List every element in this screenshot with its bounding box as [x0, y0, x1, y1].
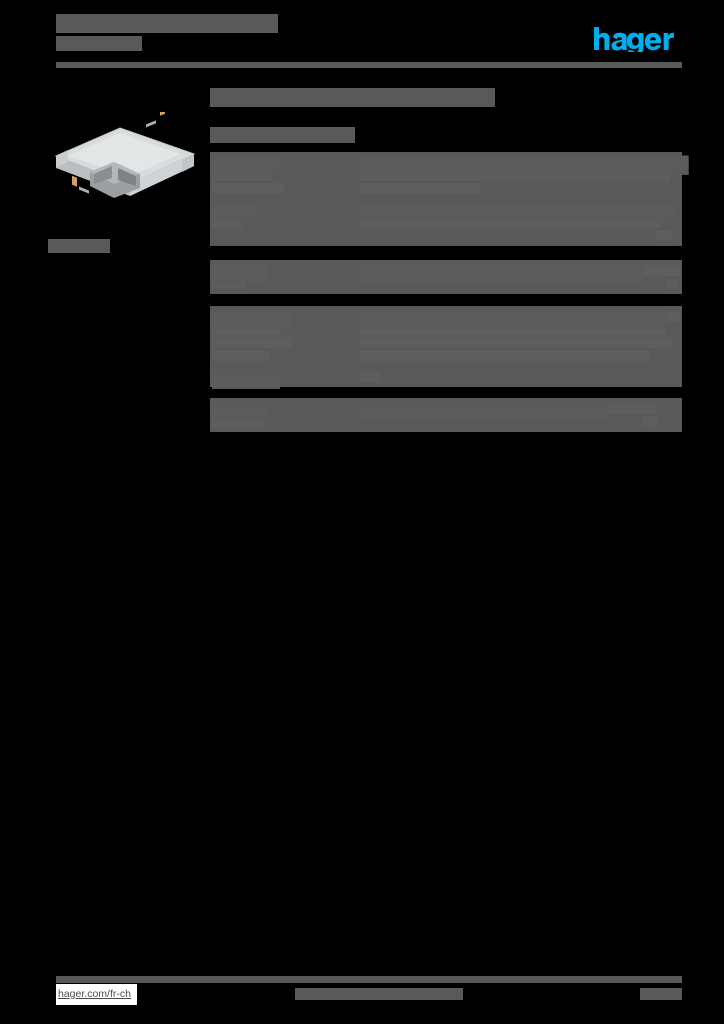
- document-title-line-1: ██████ ████████ ██: [56, 14, 278, 33]
- spec-value-cell: ██████████████████████: [360, 398, 682, 432]
- spec-key-text: █████: [212, 403, 269, 420]
- spec-value-text: ██████████████████████: [360, 403, 656, 420]
- spec-key-cell: ██████: [210, 152, 360, 199]
- spec-value-text: [360, 371, 380, 382]
- spec-value-text: ████████████████████████████: [360, 204, 678, 221]
- table-row: [210, 294, 682, 306]
- spec-key-cell: █████: [210, 260, 360, 294]
- spec-value-text: █████████████████████████: [360, 265, 680, 282]
- document-title-line-2: █████: [56, 36, 142, 52]
- table-row: █████ █████████████████████████: [210, 260, 682, 294]
- spec-value-text-3: [360, 183, 480, 194]
- page-header: ██████ ████████ ██ █████: [0, 0, 724, 78]
- table-row: ███████ ███████████████████████████: [210, 306, 682, 366]
- footer-divider: [56, 976, 682, 983]
- footer-page-number-group: ███: [640, 985, 682, 1003]
- spec-value-cell: [360, 387, 682, 398]
- description-label: ████████: [48, 239, 110, 253]
- spec-key-cell: [210, 246, 360, 260]
- spec-key-text-3: [212, 183, 284, 194]
- spec-value-text-4: [360, 350, 650, 361]
- table-row: [210, 387, 682, 398]
- hager-logo: [592, 26, 676, 52]
- spec-value-text-2: [360, 324, 666, 335]
- specifications-table: ██████ █████████████████████████████: [210, 152, 689, 432]
- spec-key-text: ███████: [212, 311, 292, 328]
- table-row: [210, 246, 682, 260]
- spec-key-text-2: [212, 278, 246, 289]
- footer-center-text-group: ████████ ██████████: [295, 985, 463, 1003]
- left-column: ████████: [48, 112, 200, 253]
- spec-key-text: ████: [212, 204, 258, 221]
- section-subtitle: ███████████: [210, 127, 355, 143]
- spec-key-text: ██████: [212, 157, 281, 174]
- header-divider: [56, 62, 682, 68]
- spec-key-cell: [210, 294, 360, 306]
- spec-key-text-4: [212, 350, 270, 361]
- spec-value-text-2: [666, 278, 678, 289]
- specifications-body: ██████ █████████████████████████████: [210, 152, 689, 432]
- spec-key-text-2: [212, 416, 264, 427]
- spec-value-cell: ███████████████████████████: [360, 306, 682, 366]
- spec-value-text-2: [360, 170, 670, 181]
- spec-key-text-2: [212, 217, 242, 228]
- footer-center-text: ████████ ██████████: [295, 987, 463, 1000]
- table-row: █████ ██████████████████████: [210, 398, 682, 432]
- spec-key-text-3: [212, 337, 292, 348]
- spec-key-text: █████: [212, 265, 269, 282]
- spec-value-cell: [360, 366, 682, 387]
- spec-value-text: ███████████████████████████: [360, 311, 680, 328]
- spec-key-text-2: [212, 170, 272, 181]
- table-row: ████ ████████████████████████████: [210, 199, 682, 246]
- table-row: ██████ █████████████████████████████: [210, 152, 689, 199]
- spec-value-cell: █████████████████████████████: [360, 152, 689, 199]
- spec-value-cell: ████████████████████████████: [360, 199, 682, 246]
- spec-value-cell: █████████████████████████: [360, 260, 682, 294]
- page-footer: hager.com/fr-ch ████████ ██████████ ███: [0, 976, 724, 1016]
- document-title: ██████ ████████ ██ █████: [56, 14, 278, 53]
- spec-value-cell: [360, 246, 682, 260]
- spec-value-text-2: [360, 217, 660, 228]
- spec-key-cell: █████: [210, 398, 360, 432]
- spec-value-text-3: [360, 337, 672, 348]
- spec-value-text: █████████████████████████████: [360, 157, 689, 174]
- footer-page-number: ███: [640, 987, 682, 1000]
- spec-key-cell: ███████: [210, 306, 360, 366]
- spec-value-text-3: [656, 230, 672, 241]
- main-column: ██████ ████████ ██████ ██ ███████████ ██…: [210, 88, 689, 432]
- spec-key-cell: ██████: [210, 366, 360, 388]
- spec-key-text-2: [212, 324, 280, 335]
- section-title: ██████ ████████ ██████ ██: [210, 88, 495, 107]
- spec-key-text: ██████: [212, 371, 281, 388]
- footer-website-link[interactable]: hager.com/fr-ch: [56, 984, 137, 1005]
- spec-value-text-2: [642, 416, 658, 427]
- spec-value-cell: [360, 294, 682, 306]
- product-image: [48, 112, 200, 207]
- spec-key-cell: ████: [210, 199, 360, 246]
- spec-key-cell: [210, 387, 360, 398]
- table-row: ██████: [210, 366, 682, 388]
